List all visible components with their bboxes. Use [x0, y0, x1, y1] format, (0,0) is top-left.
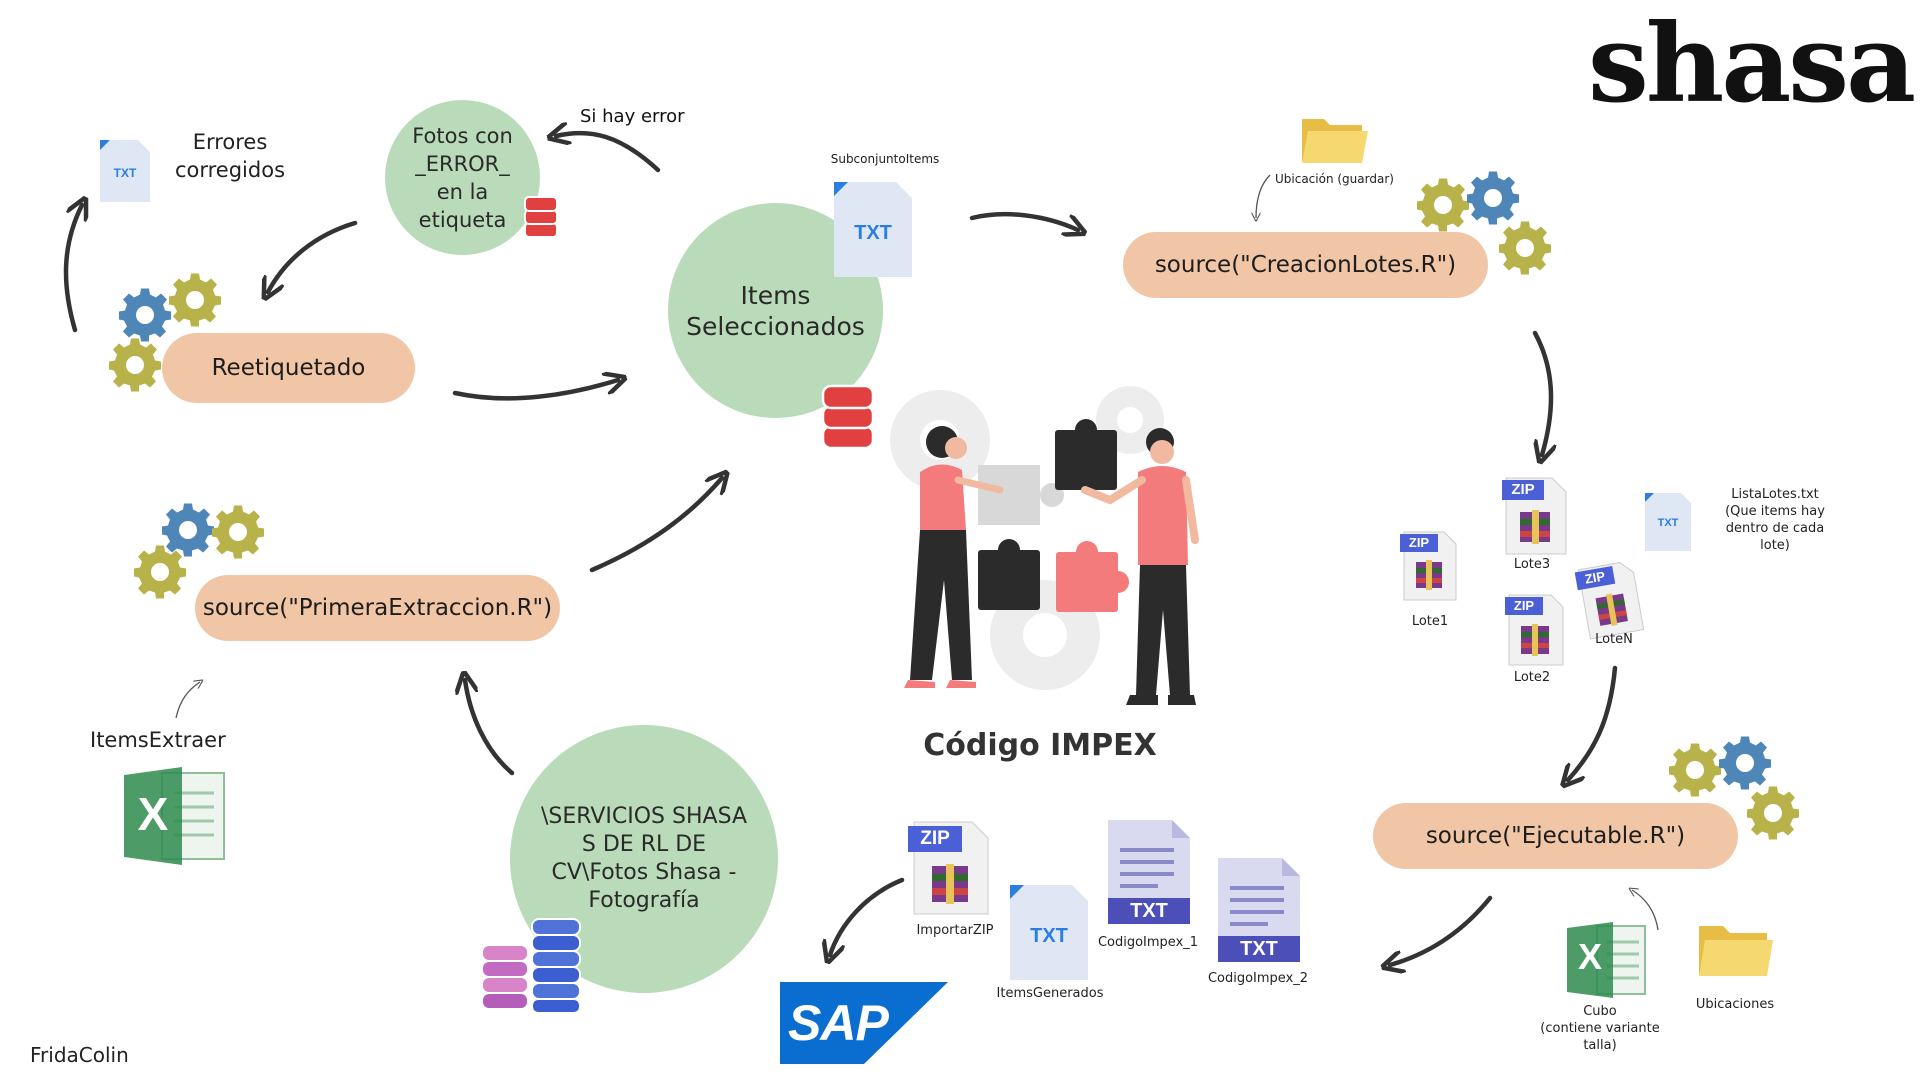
txt-file-icon: TXT — [1010, 885, 1088, 980]
label-cubo: Cubo (contiene variante talla) — [1540, 1004, 1660, 1053]
txt-document-icon: TXT — [1108, 820, 1190, 924]
label-importar-zip: ImportarZIP — [916, 923, 994, 938]
arrow-itemsextraer-to-primera — [175, 682, 200, 719]
label-errores-corregidos: Errores corregidos — [174, 130, 286, 182]
node-creacion-lotes: source("CreacionLotes.R") — [1123, 232, 1488, 298]
excel-file-icon: X — [1565, 920, 1647, 1000]
arrow-creacion-to-lotes — [1535, 330, 1551, 455]
arrow-servicios-to-primera — [465, 680, 515, 776]
node-reetiquetado: Reetiquetado — [162, 333, 415, 403]
node-ejecutable: source("Ejecutable.R") — [1373, 803, 1738, 869]
arrow-primera-to-items — [589, 478, 722, 573]
gears-icon — [109, 273, 221, 392]
folder-icon — [1302, 119, 1368, 163]
zip-file-icon: ZIP — [1400, 531, 1457, 601]
zip-file-icon: ZIP — [1505, 594, 1564, 666]
label-si-hay-error: Si hay error — [580, 106, 685, 127]
arrow-reetiquetado-to-errores — [63, 205, 82, 333]
txt-file-icon: TXT — [100, 140, 150, 202]
zip-file-icon: ZIP — [1502, 477, 1567, 555]
database-icon — [821, 384, 875, 450]
gears-icon — [134, 503, 264, 599]
node-primera-extraccion: source("PrimeraExtraccion.R") — [195, 575, 560, 641]
label-lote1: Lote1 — [1411, 614, 1449, 629]
label-lote3: Lote3 — [1513, 557, 1551, 572]
arrow-ejecutable-to-codigo — [1390, 895, 1493, 965]
label-items-generados: ItemsGenerados — [996, 986, 1104, 1001]
arrow-error-to-fotos — [556, 133, 661, 173]
excel-file-icon: X — [122, 765, 226, 867]
gears-icon — [1417, 171, 1551, 275]
arrow-items-to-creacion — [969, 212, 1078, 230]
zip-file-icon: ZIP — [908, 821, 989, 915]
center-title: Código IMPEX — [923, 728, 1157, 763]
txt-file-icon: TXT — [834, 182, 912, 277]
label-ubicaciones: Ubicaciones — [1695, 997, 1775, 1012]
txt-document-icon: TXT — [1218, 858, 1300, 962]
label-codigo-impex-1: CodigoImpex_1 — [1097, 935, 1199, 950]
label-loten: LoteN — [1595, 632, 1633, 647]
teamwork-puzzle-illustration — [890, 386, 1199, 705]
database-icon — [524, 196, 558, 238]
txt-file-icon: TXT — [1645, 493, 1691, 551]
label-ubicacion-guardar: Ubicación (guardar) — [1275, 172, 1394, 186]
arrow-zip-to-sap — [830, 877, 905, 955]
folder-icon — [1699, 926, 1773, 976]
database-stack-icon — [481, 918, 581, 1014]
arrow-lotes-to-ejecutable — [1568, 665, 1618, 780]
node-fotos-error: Fotos con _ERROR_ en la etiqueta — [385, 100, 540, 255]
label-lista-lotes: ListaLotes.txt (Que items hay dentro de … — [1725, 487, 1825, 553]
label-items-extraer: ItemsExtraer — [90, 728, 226, 752]
label-subconjunto-items: SubconjuntoItems — [830, 152, 940, 166]
author-credit: FridaColin — [30, 1043, 129, 1067]
sap-logo: SAP — [780, 982, 948, 1064]
gears-icon — [1669, 736, 1799, 840]
arrow-ubicacion-to-creacion — [1256, 174, 1271, 218]
arrow-fotos-to-reetiquetado — [268, 220, 358, 292]
zip-file-icon: ZIP — [1574, 560, 1645, 640]
shasa-logo: shasa — [1588, 1, 1916, 127]
label-codigo-impex-2: CodigoImpex_2 — [1207, 971, 1309, 986]
label-lote2: Lote2 — [1513, 670, 1551, 685]
arrow-reetiquetado-to-items — [452, 380, 618, 401]
